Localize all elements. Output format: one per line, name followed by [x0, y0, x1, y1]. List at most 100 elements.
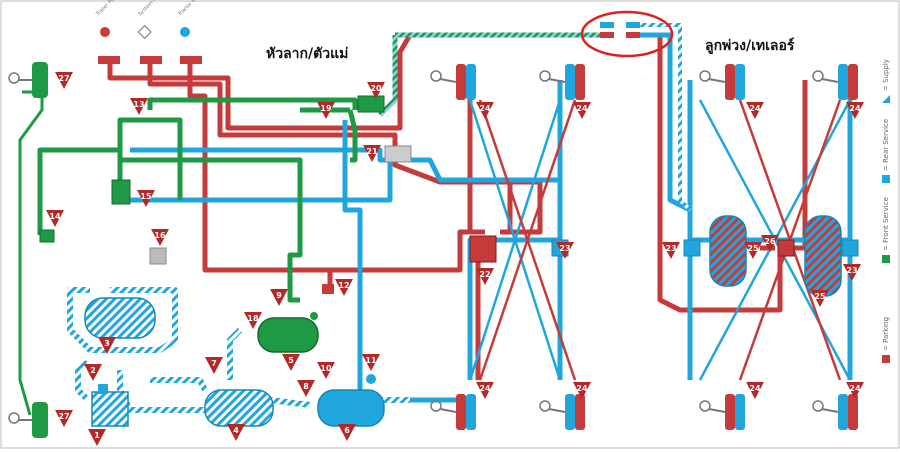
legend-item-3: = Parking [882, 317, 890, 363]
brake-chamber-2 [430, 64, 476, 100]
marker-24: 24 [573, 382, 591, 399]
svg-text:13: 13 [133, 100, 144, 109]
brake-chamber-9 [812, 394, 858, 430]
brake-chamber-3 [539, 64, 585, 100]
front-service-lines [37, 70, 358, 303]
svg-text:9: 9 [276, 291, 282, 300]
svg-text:24: 24 [479, 384, 491, 393]
marker-11: 11 [362, 354, 380, 371]
svg-text:24: 24 [576, 104, 588, 113]
marker-12: 12 [335, 279, 353, 296]
marker-24: 24 [746, 102, 764, 119]
brake-chamber-5 [539, 394, 585, 430]
marker-23: 23 [843, 264, 861, 281]
marker-27: 27 [55, 72, 73, 89]
svg-text:11: 11 [365, 356, 377, 365]
check-valve [322, 284, 334, 294]
marker-10: 10 [317, 362, 335, 379]
tractor-protection-valve [384, 145, 412, 163]
component-markers: 1234567891011121314151618192021222323232… [46, 72, 864, 446]
svg-text:2: 2 [90, 366, 96, 375]
svg-text:27: 27 [58, 412, 69, 421]
svg-text:19: 19 [320, 104, 332, 113]
marker-15: 15 [137, 190, 155, 207]
marker-1: 1 [88, 429, 106, 446]
brake-chamber-4 [430, 394, 476, 430]
svg-text:24: 24 [576, 384, 588, 393]
marker-24: 24 [846, 102, 864, 119]
svg-text:3: 3 [104, 339, 110, 348]
svg-text:= Rear Service: = Rear Service [882, 119, 890, 171]
marker-27: 27 [55, 410, 73, 427]
marker-24: 24 [746, 382, 764, 399]
svg-text:22: 22 [479, 270, 490, 279]
svg-text:24: 24 [479, 104, 491, 113]
front-service-tank [257, 312, 319, 353]
trailer-supply-line [378, 32, 600, 117]
marker-14: 14 [46, 210, 64, 227]
relay-valve-tractor [469, 235, 497, 263]
brake-chamber-7 [812, 64, 858, 100]
svg-text:25: 25 [747, 244, 759, 253]
svg-text:24: 24 [849, 104, 861, 113]
marker-24: 24 [846, 382, 864, 399]
svg-text:23: 23 [665, 244, 676, 253]
legend-item-0: = Supply [882, 59, 890, 103]
svg-text:8: 8 [303, 382, 309, 391]
air-compressor [91, 384, 129, 427]
svg-text:23: 23 [846, 266, 857, 275]
legend: = Supply = Rear Service = Front Service = P… [882, 59, 890, 363]
marker-5: 5 [282, 354, 300, 371]
trailer-relay-valve-2 [841, 239, 859, 257]
marker-23: 23 [556, 242, 574, 259]
marker-4: 4 [227, 424, 245, 441]
marker-8: 8 [297, 380, 315, 397]
dash-controls [98, 24, 202, 64]
svg-text:21: 21 [366, 147, 378, 156]
svg-text:20: 20 [370, 84, 382, 93]
gladhand-service [600, 32, 614, 38]
marker-25: 25 [811, 290, 829, 307]
gladhand-supply [600, 22, 614, 28]
marker-26: 26 [761, 235, 779, 252]
legend-item-1: = Rear Service [882, 119, 890, 183]
marker-3: 3 [98, 337, 116, 354]
svg-text:27: 27 [58, 74, 69, 83]
wet-tank [84, 297, 156, 339]
supply-tank [204, 389, 274, 427]
hand-valve [149, 247, 167, 265]
marker-24: 24 [476, 382, 494, 399]
rear-service-tank [317, 374, 385, 427]
svg-text:5: 5 [288, 356, 294, 365]
trailer-supply-line-2 [640, 23, 692, 212]
marker-9: 9 [270, 289, 288, 306]
svg-text:24: 24 [749, 384, 761, 393]
trailer-supply-valve [357, 95, 385, 113]
marker-23: 23 [662, 242, 680, 259]
marker-16: 16 [151, 229, 169, 246]
brake-chamber-6 [699, 64, 745, 100]
svg-text:= Parking: = Parking [882, 317, 890, 351]
marker-25: 25 [744, 242, 762, 259]
svg-text:24: 24 [749, 104, 761, 113]
svg-text:= Supply: = Supply [882, 59, 890, 91]
svg-text:10: 10 [320, 364, 332, 373]
control-label-1: System Park [137, 0, 163, 17]
marker-7: 7 [205, 357, 223, 374]
svg-text:18: 18 [247, 314, 259, 323]
control-label-2: Tractor Park [176, 0, 202, 18]
trailer-tank-left [709, 215, 747, 287]
svg-text:14: 14 [49, 212, 61, 221]
trailer-tank-right [804, 215, 842, 297]
brake-chamber-1 [8, 402, 48, 438]
svg-text:7: 7 [211, 359, 217, 368]
gladhand-trailer-supply [626, 22, 640, 28]
svg-text:12: 12 [338, 281, 349, 290]
supply-lines [67, 287, 410, 413]
marker-18: 18 [244, 312, 262, 329]
svg-text:= Front Service: = Front Service [882, 197, 890, 251]
svg-text:4: 4 [233, 426, 239, 435]
front-axle-line [18, 90, 44, 416]
